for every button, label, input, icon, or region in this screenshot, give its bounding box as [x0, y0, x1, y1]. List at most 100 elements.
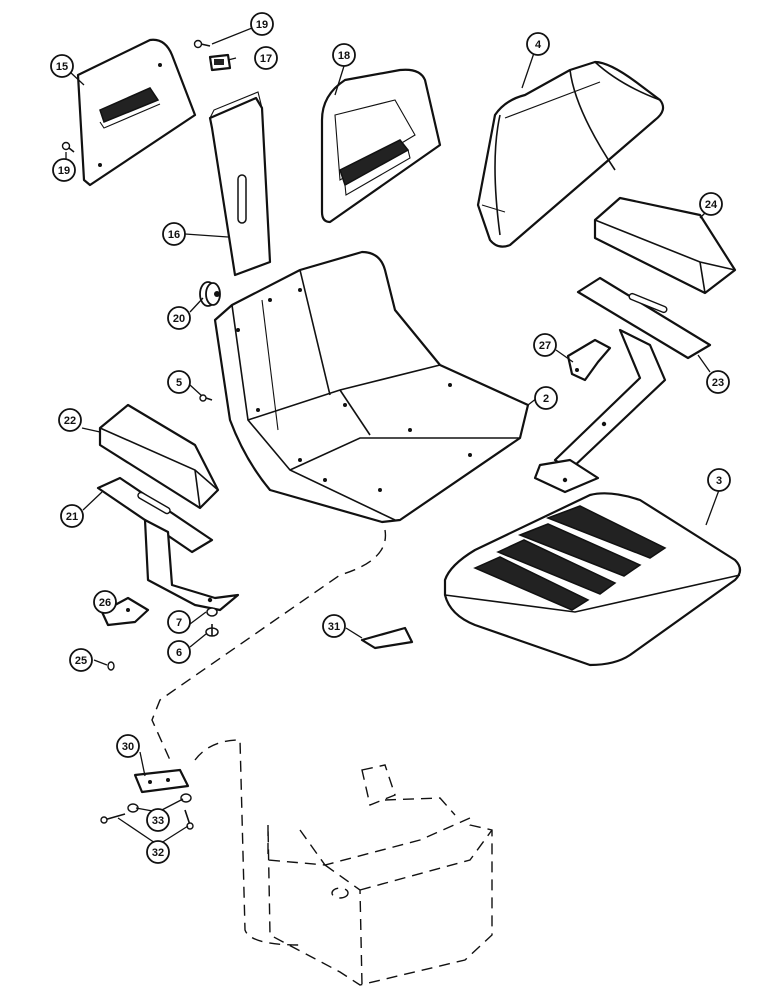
- callout-15: 15: [50, 54, 74, 78]
- callout-circle: [254, 46, 278, 70]
- callout-circle: [167, 610, 191, 634]
- callout-label: 7: [176, 617, 182, 629]
- callout-circle: [699, 192, 723, 216]
- part-15-side-panel: [76, 38, 197, 187]
- callout-23: 23: [706, 370, 730, 394]
- part-25-screw: [107, 661, 115, 671]
- callout-32: 32: [146, 840, 170, 864]
- callout-circle: [60, 504, 84, 528]
- callout-circle: [58, 408, 82, 432]
- callout-circle: [322, 614, 346, 638]
- callout-19: 19: [52, 158, 76, 182]
- callout-2: 2: [534, 386, 558, 410]
- part-2-seat-pan: [213, 250, 530, 524]
- callout-circle: [534, 386, 558, 410]
- part-22-left-armrest-pad: [98, 403, 220, 510]
- callout-33: 33: [146, 808, 170, 832]
- part-23-right-armrest-support: [533, 276, 712, 494]
- callout-circle: [250, 12, 274, 36]
- callout-3: 3: [707, 468, 731, 492]
- callout-20: 20: [167, 306, 191, 330]
- part-27-small-bracket: [566, 338, 612, 382]
- callout-circle: [167, 370, 191, 394]
- part-32-bolts: [100, 809, 194, 830]
- part-17-clip: [208, 53, 232, 72]
- callout-6: 6: [167, 640, 191, 664]
- part-26-bracket: [100, 596, 150, 627]
- callout-27: 27: [533, 333, 557, 357]
- part-33-nuts: [127, 793, 192, 813]
- callout-5: 5: [167, 370, 191, 394]
- callout-label: 3: [716, 475, 722, 487]
- callout-label: 19: [58, 165, 70, 177]
- callout-circle: [167, 640, 191, 664]
- part-19-screw-top: [193, 39, 211, 49]
- callout-circle: [706, 370, 730, 394]
- part-6-bolt: [205, 624, 219, 637]
- callout-circle: [162, 222, 186, 246]
- part-21-left-armrest-support: [96, 476, 240, 612]
- callout-circle: [52, 158, 76, 182]
- callout-circle: [533, 333, 557, 357]
- callout-17: 17: [254, 46, 278, 70]
- callout-circle: [146, 808, 170, 832]
- callout-24: 24: [699, 192, 723, 216]
- callout-label: 31: [328, 621, 340, 633]
- callout-label: 27: [539, 340, 551, 352]
- callout-31: 31: [322, 614, 346, 638]
- callout-label: 19: [256, 19, 268, 31]
- callout-circle: [526, 32, 550, 56]
- part-31-plate: [360, 626, 414, 650]
- callout-30: 30: [116, 734, 140, 758]
- callout-18: 18: [332, 43, 356, 67]
- callout-label: 33: [152, 815, 164, 827]
- callout-22: 22: [58, 408, 82, 432]
- part-4-backrest-cushion: [476, 60, 665, 248]
- callout-circle: [167, 306, 191, 330]
- callout-label: 30: [122, 741, 134, 753]
- callout-label: 26: [99, 597, 111, 609]
- callout-label: 4: [535, 39, 542, 51]
- callout-circle: [93, 590, 117, 614]
- callout-26: 26: [93, 590, 117, 614]
- part-19-screw-left: [61, 141, 75, 153]
- callout-label: 17: [260, 53, 272, 65]
- callout-label: 16: [168, 229, 180, 241]
- part-16-slotted-bracket: [208, 91, 272, 277]
- callout-label: 21: [66, 511, 78, 523]
- callout-label: 20: [173, 313, 185, 325]
- assembly-path: [151, 529, 387, 946]
- callout-19: 19: [250, 12, 274, 36]
- callout-circle: [332, 43, 356, 67]
- callout-label: 18: [338, 50, 350, 62]
- callout-label: 15: [56, 61, 68, 73]
- callout-7: 7: [167, 610, 191, 634]
- callout-circle: [50, 54, 74, 78]
- part-18-backrest-shell: [320, 68, 442, 224]
- part-30-bracket: [133, 768, 190, 794]
- callout-label: 6: [176, 647, 182, 659]
- part-20-knob: [199, 281, 221, 307]
- part-24-right-armrest-pad: [593, 196, 737, 295]
- callout-21: 21: [60, 504, 84, 528]
- callout-circle: [69, 648, 93, 672]
- callout-circle: [146, 840, 170, 864]
- part-3-seat-cushion: [443, 492, 742, 667]
- callout-label: 24: [705, 199, 718, 211]
- callout-16: 16: [162, 222, 186, 246]
- callout-4: 4: [526, 32, 550, 56]
- callout-label: 2: [543, 393, 549, 405]
- callout-25: 25: [69, 648, 93, 672]
- part-7-nut: [206, 607, 218, 617]
- callout-label: 22: [64, 415, 76, 427]
- callout-label: 5: [176, 377, 182, 389]
- callout-circle: [116, 734, 140, 758]
- part-5-screw: [199, 394, 213, 402]
- mounting-frame-phantom: [267, 764, 493, 986]
- callout-circle: [707, 468, 731, 492]
- callout-label: 23: [712, 377, 724, 389]
- callout-label: 32: [152, 847, 164, 859]
- callout-label: 25: [75, 655, 87, 667]
